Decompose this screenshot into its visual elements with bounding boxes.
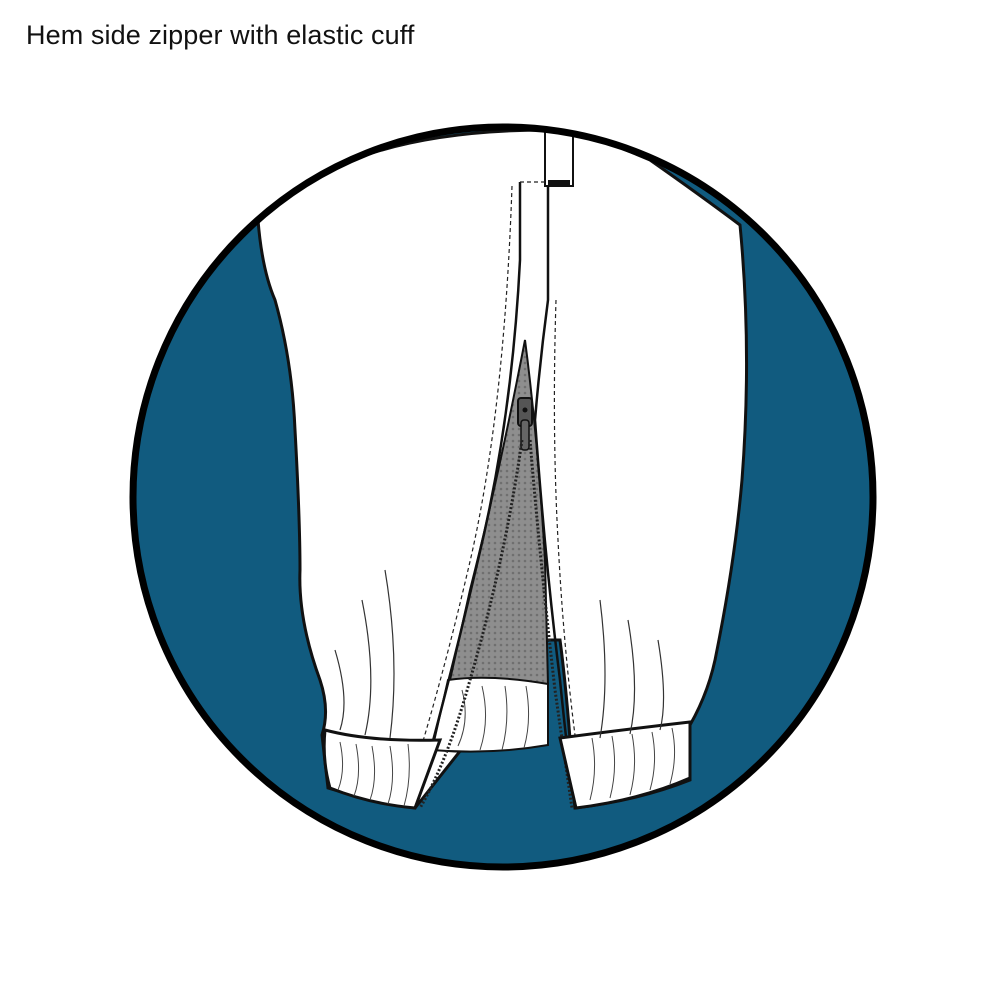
left-zipper-edge bbox=[413, 182, 522, 809]
zipper-slider bbox=[517, 397, 533, 451]
fabric-gathers bbox=[334, 569, 665, 739]
figure-caption: Hem side zipper with elastic cuff bbox=[26, 20, 415, 50]
inner-cuff bbox=[430, 676, 549, 753]
fly-panel bbox=[544, 127, 574, 187]
disc-outline bbox=[129, 123, 877, 871]
left-elastic-cuff bbox=[322, 728, 443, 810]
zipper-teeth-left bbox=[418, 439, 524, 809]
